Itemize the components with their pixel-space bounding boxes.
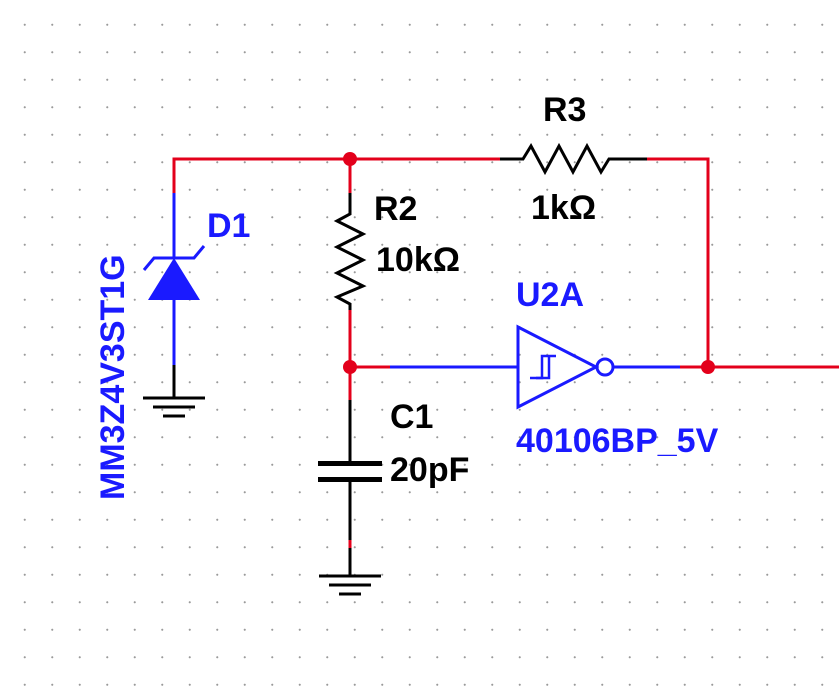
- wire-top[interactable]: [172, 157, 500, 193]
- ground-symbol-d1: [143, 396, 205, 418]
- wire-node-left[interactable]: [348, 310, 390, 400]
- r3-value-label: 1kΩ: [531, 189, 596, 227]
- d1-ref-label: D1: [207, 207, 250, 245]
- resistor-r3[interactable]: [500, 142, 647, 176]
- d1-part-label: MM3Z4V3ST1G: [94, 254, 132, 500]
- junction-dot-left: [343, 360, 357, 374]
- r2-ref-label: R2: [374, 190, 417, 228]
- zener-diode-d1[interactable]: [142, 193, 206, 397]
- junction-dot-right: [701, 360, 715, 374]
- wire-r3-right[interactable]: [647, 157, 710, 367]
- r3-ref-label: R3: [543, 91, 586, 129]
- c1-value-label: 20pF: [390, 451, 469, 489]
- u2a-part-label: 40106BP_5V: [516, 422, 719, 460]
- schmitt-inverter-u2a[interactable]: [390, 324, 680, 410]
- u2a-ref-label: U2A: [516, 276, 584, 314]
- resistor-r2[interactable]: [333, 193, 367, 310]
- ground-symbol-c1: [319, 574, 381, 596]
- capacitor-c1[interactable]: [318, 400, 382, 575]
- c1-ref-label: C1: [390, 398, 433, 436]
- junction-dot-top: [343, 152, 357, 166]
- r2-value-label: 10kΩ: [376, 241, 460, 279]
